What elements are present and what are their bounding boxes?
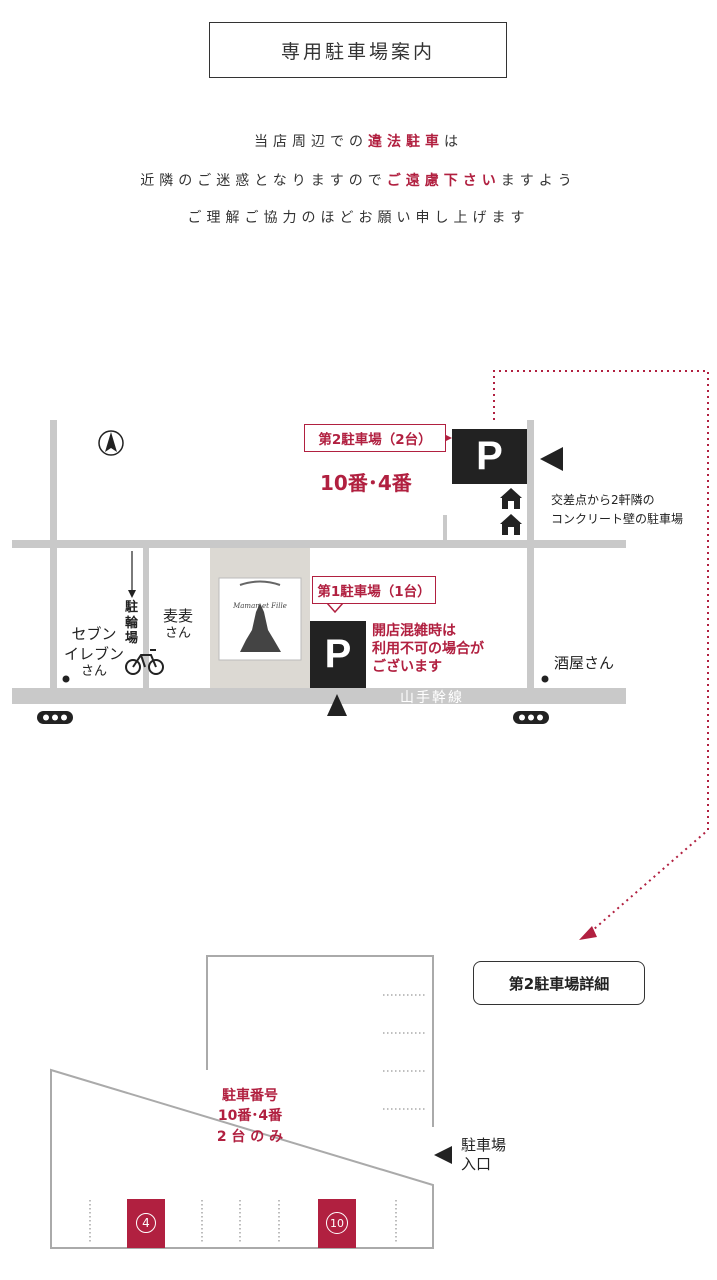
entrance-arrow-icon bbox=[327, 694, 347, 716]
label-char: 輪 bbox=[125, 615, 139, 631]
store-dot bbox=[541, 675, 549, 683]
bicycle-icon bbox=[125, 649, 164, 675]
mugimugi-label: 麦麦 さん bbox=[163, 607, 193, 642]
road-label: 山手幹線 bbox=[400, 690, 464, 706]
compass-icon bbox=[98, 430, 124, 456]
store-dot bbox=[62, 675, 70, 683]
parking2-location-note: 交差点から2軒隣の コンクリート壁の駐車場 bbox=[551, 491, 683, 528]
label-char: 駐 bbox=[125, 600, 139, 615]
bike-arrow-head bbox=[128, 590, 136, 598]
parking1-note: 開店混雑時は 利用不可の場合が ございます bbox=[372, 622, 484, 677]
spot-4-number: 4 bbox=[136, 1213, 156, 1233]
spot-10-number: 10 bbox=[326, 1212, 348, 1234]
notice-text: は bbox=[444, 134, 463, 150]
seven-eleven-label: セブン イレブン さん bbox=[64, 625, 124, 681]
store-name: 麦麦 bbox=[163, 607, 194, 625]
route-arrowhead bbox=[579, 926, 597, 940]
castle-drawing bbox=[240, 603, 281, 652]
alley bbox=[143, 548, 149, 690]
sakaya-label: 酒屋さん bbox=[554, 654, 615, 672]
notice-line-3: ご理解ご協力のほどお願い申し上げます bbox=[187, 210, 530, 226]
entrance-arrow-icon bbox=[434, 1146, 452, 1164]
parking1-p-sign: P bbox=[310, 621, 366, 688]
note-line: 交差点から2軒隣の bbox=[551, 493, 655, 507]
notice-text: 当店周辺での bbox=[254, 134, 368, 150]
label-char: 場 bbox=[125, 631, 139, 647]
entrance-label: 駐車場 入口 bbox=[461, 1136, 506, 1174]
parking2-detail-button[interactable]: 第2駐車場詳細 bbox=[473, 961, 645, 1005]
note-line: 利用不可の場合が bbox=[372, 641, 484, 658]
house-icon bbox=[500, 514, 522, 535]
entrance-line: 入口 bbox=[461, 1154, 492, 1173]
store-name: イレブン bbox=[64, 644, 125, 663]
spots-label: 駐車番号 10番･4番 2 台 の み bbox=[200, 1086, 300, 1147]
wall-stub bbox=[443, 515, 447, 543]
street-left bbox=[50, 420, 57, 690]
logo-ornament bbox=[239, 580, 281, 586]
traffic-light-icon bbox=[37, 711, 73, 724]
store-suffix: さん bbox=[81, 664, 108, 679]
arrow-left-icon bbox=[540, 447, 563, 471]
traffic-light-icon bbox=[513, 711, 549, 724]
notice-highlight: 違法駐車 bbox=[368, 134, 444, 150]
callout-2-pointer bbox=[446, 435, 452, 441]
note-line: コンクリート壁の駐車場 bbox=[551, 511, 684, 526]
route-dotted-line bbox=[493, 370, 709, 937]
note-line: 開店混雑時は bbox=[372, 623, 456, 639]
notice-line-2: 近隣のご迷惑となりますのでご遠慮下さいますよう bbox=[0, 170, 717, 190]
note-line: ございます bbox=[372, 659, 442, 676]
spots-label-line: 駐車番号 bbox=[222, 1088, 278, 1104]
lot-stall-lines bbox=[89, 994, 427, 1244]
notice-text: ますよう bbox=[500, 173, 577, 189]
street-right bbox=[527, 420, 534, 690]
entrance-line: 駐車場 bbox=[461, 1136, 507, 1154]
notice-line-1: 当店周辺での違法駐車は bbox=[0, 131, 717, 151]
store-suffix: さん bbox=[165, 625, 192, 641]
compass-needle bbox=[105, 432, 117, 452]
callout-1-pointer bbox=[325, 602, 345, 614]
parking2-p-sign: P bbox=[452, 429, 527, 484]
spots-label-line: 10番･4番 bbox=[217, 1108, 283, 1125]
house-icon bbox=[500, 488, 522, 509]
spots-label-line: 2 台 の み bbox=[216, 1128, 284, 1145]
notice-text: 近隣のご迷惑となりますので bbox=[140, 173, 387, 189]
main-road bbox=[12, 688, 626, 704]
store-name: セブン bbox=[71, 625, 117, 643]
parking2-callout: 第2駐車場（2台） bbox=[304, 424, 446, 452]
parking1-callout: 第1駐車場（1台） bbox=[312, 576, 436, 604]
page-title: 専用駐車場案内 bbox=[209, 22, 507, 78]
lot-outline bbox=[50, 955, 434, 1249]
street-middle bbox=[12, 540, 626, 548]
store-logo-text: Maman et Fille bbox=[233, 602, 287, 610]
notice-highlight: ご遠慮下さい bbox=[386, 173, 501, 189]
parking2-numbers: 10番･4番 bbox=[320, 471, 412, 495]
bicycle-parking-label: 駐 輪 場 bbox=[125, 600, 138, 647]
